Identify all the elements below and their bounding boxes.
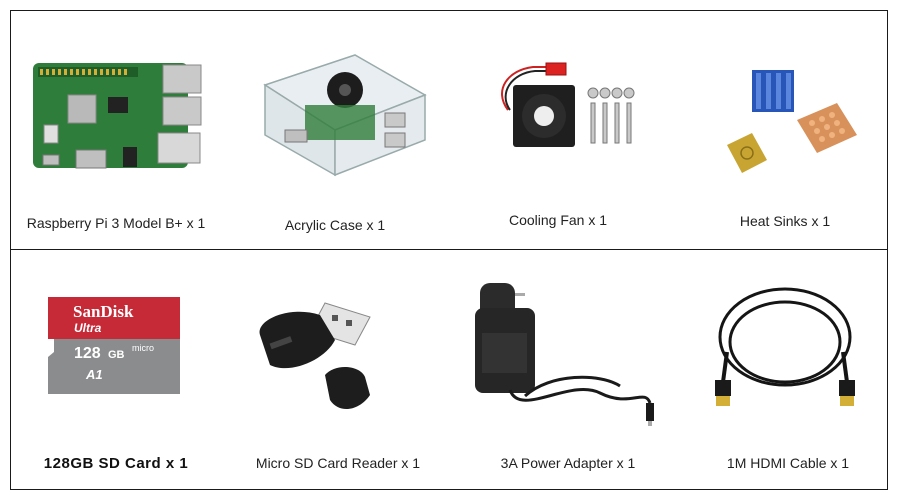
item-label-heat-sinks: Heat Sinks x 1 xyxy=(739,213,831,229)
item-label-raspberry-pi: Raspberry Pi 3 Model B+ x 1 xyxy=(26,215,206,231)
hdmi-cable-image xyxy=(715,287,855,406)
sd-capacity: 128 xyxy=(74,345,101,362)
sd-micro: micro xyxy=(132,343,154,353)
item-label-power-adapter: 3A Power Adapter x 1 xyxy=(500,455,636,471)
raspberry-pi-board-image xyxy=(33,63,202,169)
row-divider xyxy=(10,249,888,250)
item-label-hdmi-cable: 1M HDMI Cable x 1 xyxy=(726,455,850,471)
product-grid-frame xyxy=(10,10,888,490)
card-reader-image xyxy=(259,302,371,410)
cooling-fan-image xyxy=(501,62,635,147)
item-label-sd-card: 128GB SD Card x 1 xyxy=(43,455,189,472)
sd-brand: SanDisk xyxy=(73,302,134,321)
sd-unit: GB xyxy=(108,349,125,361)
item-label-acrylic-case: Acrylic Case x 1 xyxy=(284,217,386,233)
item-label-card-reader: Micro SD Card Reader x 1 xyxy=(255,455,421,471)
power-adapter-image xyxy=(475,283,654,426)
item-label-cooling-fan: Cooling Fan x 1 xyxy=(508,212,608,228)
heat-sinks-image xyxy=(727,70,857,173)
sd-class: A1 xyxy=(86,367,103,382)
acrylic-case-image xyxy=(263,54,427,177)
sd-line: Ultra xyxy=(74,321,102,335)
sd-card-image: SanDisk Ultra 128 GB micro A1 xyxy=(48,297,180,394)
